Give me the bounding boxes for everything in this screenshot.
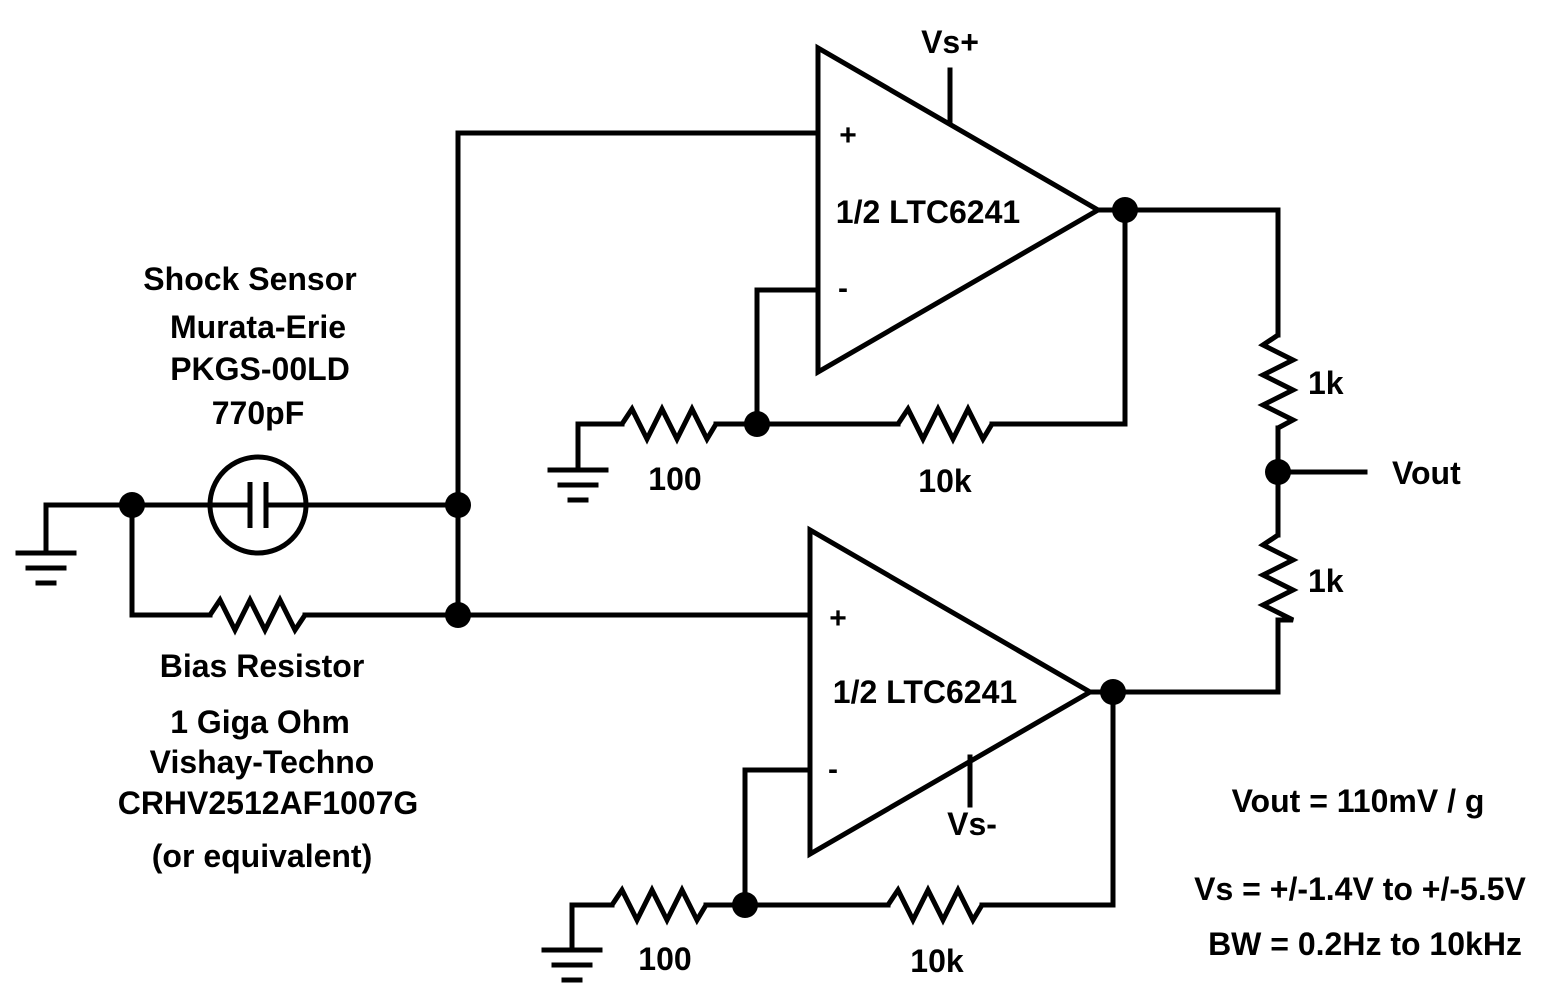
opamp-bottom-symbol <box>807 525 1095 859</box>
vout-label: Vout <box>1392 455 1461 491</box>
junction-dot <box>119 492 145 518</box>
bias-resistor-symbol <box>129 502 461 636</box>
bias-label-line4: CRHV2512AF1007G <box>118 785 419 821</box>
opamp-top-symbol <box>815 43 1103 377</box>
opamp-top-name: 1/2 LTC6241 <box>836 194 1020 230</box>
bottom-minus-wire <box>742 767 813 908</box>
bias-label-line5: (or equivalent) <box>152 838 372 874</box>
resistor-bottom-feedback-label: 10k <box>910 943 964 979</box>
resistor-top-ground <box>619 403 760 445</box>
sensor-label-line4: 770pF <box>212 395 304 431</box>
resistor-output-top <box>1257 207 1299 538</box>
bias-label-line2: 1 Giga Ohm <box>170 704 350 740</box>
opamp-top-supply-label: Vs+ <box>921 24 979 60</box>
note-supply: Vs = +/-1.4V to +/-5.5V <box>1194 871 1526 907</box>
bias-label-line1: Bias Resistor <box>160 648 365 684</box>
resistor-bottom-ground <box>609 884 748 926</box>
junction-dot <box>445 492 471 518</box>
resistor-bottom-ground-label: 100 <box>638 941 691 977</box>
opamp-bottom-minus-sign: - <box>828 753 838 786</box>
junction-dot <box>1112 197 1138 223</box>
note-gain: Vout = 110mV / g <box>1232 783 1485 819</box>
junction-dot <box>445 602 471 628</box>
resistor-top-feedback-label: 10k <box>918 463 972 499</box>
shock-sensor-symbol <box>129 454 461 556</box>
resistor-output-bottom-label: 1k <box>1308 563 1344 599</box>
ground-symbol-top <box>547 421 625 503</box>
junction-dot <box>1265 459 1291 485</box>
ground-symbol-bottom <box>541 902 615 983</box>
opamp-bottom-supply-label: Vs- <box>947 806 997 842</box>
top-minus-wire <box>754 287 821 427</box>
junction-dot <box>1100 679 1126 705</box>
bottom-output-wire <box>1087 617 1281 695</box>
junction-dot <box>732 892 758 918</box>
resistor-bottom-feedback <box>742 884 1116 926</box>
opamp-top-minus-sign: - <box>838 272 848 305</box>
resistor-output-top-label: 1k <box>1308 365 1344 401</box>
opamp-bottom-plus-sign: + <box>829 602 847 635</box>
bias-label-line3: Vishay-Techno <box>150 744 375 780</box>
sensor-label-line2: Murata-Erie <box>170 309 346 345</box>
opamp-top-plus-sign: + <box>839 119 857 152</box>
opamp-bottom-name: 1/2 LTC6241 <box>833 674 1017 710</box>
sensor-label-line1: Shock Sensor <box>143 261 356 297</box>
resistor-top-ground-label: 100 <box>648 461 701 497</box>
sensor-label-line3: PKGS-00LD <box>170 351 350 387</box>
resistor-top-feedback <box>754 403 1128 445</box>
ground-symbol-left <box>15 502 135 586</box>
note-bandwidth: BW = 0.2Hz to 10kHz <box>1208 926 1522 962</box>
resistor-output-bottom <box>1257 532 1299 623</box>
junction-dot <box>744 411 770 437</box>
